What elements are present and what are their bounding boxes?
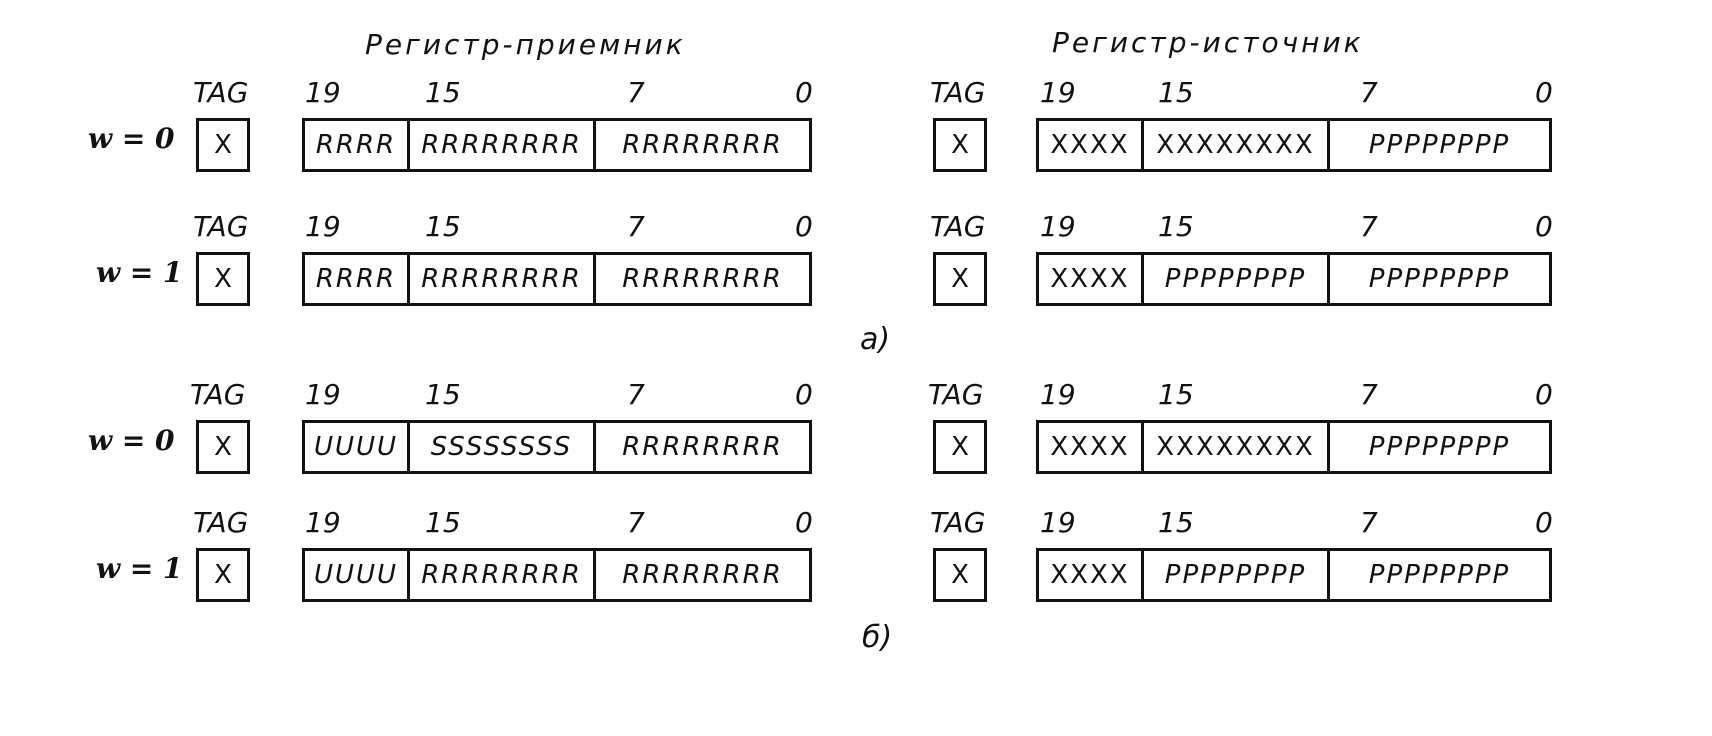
bit-label-0: 0 <box>1535 378 1553 411</box>
tag-box: X <box>933 548 987 602</box>
register-segment-mid: PPPPPPPP <box>1141 551 1327 599</box>
tag-box: X <box>196 252 250 306</box>
bit-label-19: 19 <box>1040 506 1076 539</box>
bit-label-15: 15 <box>1158 76 1194 109</box>
w-label: w = 0 <box>88 424 175 457</box>
tag-label: TAG <box>190 378 246 411</box>
tag-box: X <box>933 420 987 474</box>
tag-label: TAG <box>193 506 249 539</box>
bit-label-7: 7 <box>627 210 645 243</box>
bit-label-19: 19 <box>1040 378 1076 411</box>
register-segment-mid: XXXXXXXX <box>1141 121 1327 169</box>
bit-label-15: 15 <box>1158 506 1194 539</box>
bit-label-19: 19 <box>305 76 341 109</box>
source-register-header: Регистр-источник <box>1052 26 1364 59</box>
register-segment-high: RRRR <box>315 264 397 294</box>
tag-label: TAG <box>930 210 986 243</box>
destination-register: RRRR RRRRRRRR RRRRRRRR <box>302 252 812 306</box>
register-segment-mid: PPPPPPPP <box>1141 255 1327 303</box>
bit-label-0: 0 <box>795 378 813 411</box>
bit-label-7: 7 <box>1360 506 1378 539</box>
source-register: XXXX XXXXXXXX PPPPPPPP <box>1036 420 1552 474</box>
destination-register-header: Регистр-приемник <box>365 28 686 61</box>
w-label: w = 1 <box>96 552 183 585</box>
tag-value: X <box>214 560 232 590</box>
register-segment-low: RRRRRRRR <box>593 423 809 471</box>
tag-value: X <box>951 264 969 294</box>
w-label: w = 0 <box>88 122 175 155</box>
bit-label-7: 7 <box>627 76 645 109</box>
register-segment-high: XXXX <box>1050 560 1130 590</box>
register-segment-low: RRRRRRRR <box>593 255 809 303</box>
tag-value: X <box>214 432 232 462</box>
tag-label: TAG <box>928 378 984 411</box>
bit-label-0: 0 <box>795 506 813 539</box>
tag-value: X <box>951 560 969 590</box>
bit-label-7: 7 <box>1360 210 1378 243</box>
register-segment-mid: SSSSSSSS <box>407 423 593 471</box>
bit-label-0: 0 <box>795 76 813 109</box>
tag-box: X <box>196 118 250 172</box>
tag-label: TAG <box>930 506 986 539</box>
register-segment-high: XXXX <box>1050 130 1130 160</box>
source-register: XXXX XXXXXXXX PPPPPPPP <box>1036 118 1552 172</box>
tag-label: TAG <box>193 76 249 109</box>
register-segment-high: UUUU <box>313 432 399 462</box>
tag-label: TAG <box>193 210 249 243</box>
tag-box: X <box>196 420 250 474</box>
tag-box: X <box>933 252 987 306</box>
register-segment-high: XXXX <box>1050 432 1130 462</box>
bit-label-0: 0 <box>1535 76 1553 109</box>
register-segment-mid: RRRRRRRR <box>407 255 593 303</box>
bit-label-7: 7 <box>627 506 645 539</box>
register-segment-low: PPPPPPPP <box>1327 551 1549 599</box>
register-segment-low: RRRRRRRR <box>593 551 809 599</box>
register-segment-high: XXXX <box>1050 264 1130 294</box>
bit-label-19: 19 <box>305 210 341 243</box>
source-register: XXXX PPPPPPPP PPPPPPPP <box>1036 548 1552 602</box>
source-register: XXXX PPPPPPPP PPPPPPPP <box>1036 252 1552 306</box>
bit-label-0: 0 <box>795 210 813 243</box>
register-segment-mid: RRRRRRRR <box>407 121 593 169</box>
register-segment-mid: XXXXXXXX <box>1141 423 1327 471</box>
bit-label-15: 15 <box>425 76 461 109</box>
bit-label-19: 19 <box>1040 210 1076 243</box>
tag-box: X <box>933 118 987 172</box>
destination-register: UUUU RRRRRRRR RRRRRRRR <box>302 548 812 602</box>
bit-label-15: 15 <box>425 378 461 411</box>
bit-label-15: 15 <box>425 506 461 539</box>
bit-label-19: 19 <box>305 378 341 411</box>
bit-label-19: 19 <box>305 506 341 539</box>
bit-label-7: 7 <box>1360 76 1378 109</box>
register-segment-low: RRRRRRRR <box>593 121 809 169</box>
destination-register: RRRR RRRRRRRR RRRRRRRR <box>302 118 812 172</box>
bit-label-0: 0 <box>1535 506 1553 539</box>
subfigure-label-b: б) <box>862 620 893 655</box>
register-segment-high: RRRR <box>315 130 397 160</box>
w-label: w = 1 <box>96 256 183 289</box>
subfigure-label-a: a) <box>860 322 891 357</box>
bit-label-0: 0 <box>1535 210 1553 243</box>
bit-label-15: 15 <box>425 210 461 243</box>
destination-register: UUUU SSSSSSSS RRRRRRRR <box>302 420 812 474</box>
tag-label: TAG <box>930 76 986 109</box>
register-segment-mid: RRRRRRRR <box>407 551 593 599</box>
tag-box: X <box>196 548 250 602</box>
register-segment-low: PPPPPPPP <box>1327 255 1549 303</box>
bit-label-19: 19 <box>1040 76 1076 109</box>
register-segment-high: UUUU <box>313 560 399 590</box>
bit-label-15: 15 <box>1158 210 1194 243</box>
tag-value: X <box>951 432 969 462</box>
tag-value: X <box>951 130 969 160</box>
bit-label-7: 7 <box>1360 378 1378 411</box>
bit-label-15: 15 <box>1158 378 1194 411</box>
tag-value: X <box>214 130 232 160</box>
register-segment-low: PPPPPPPP <box>1327 121 1549 169</box>
tag-value: X <box>214 264 232 294</box>
register-segment-low: PPPPPPPP <box>1327 423 1549 471</box>
bit-label-7: 7 <box>627 378 645 411</box>
